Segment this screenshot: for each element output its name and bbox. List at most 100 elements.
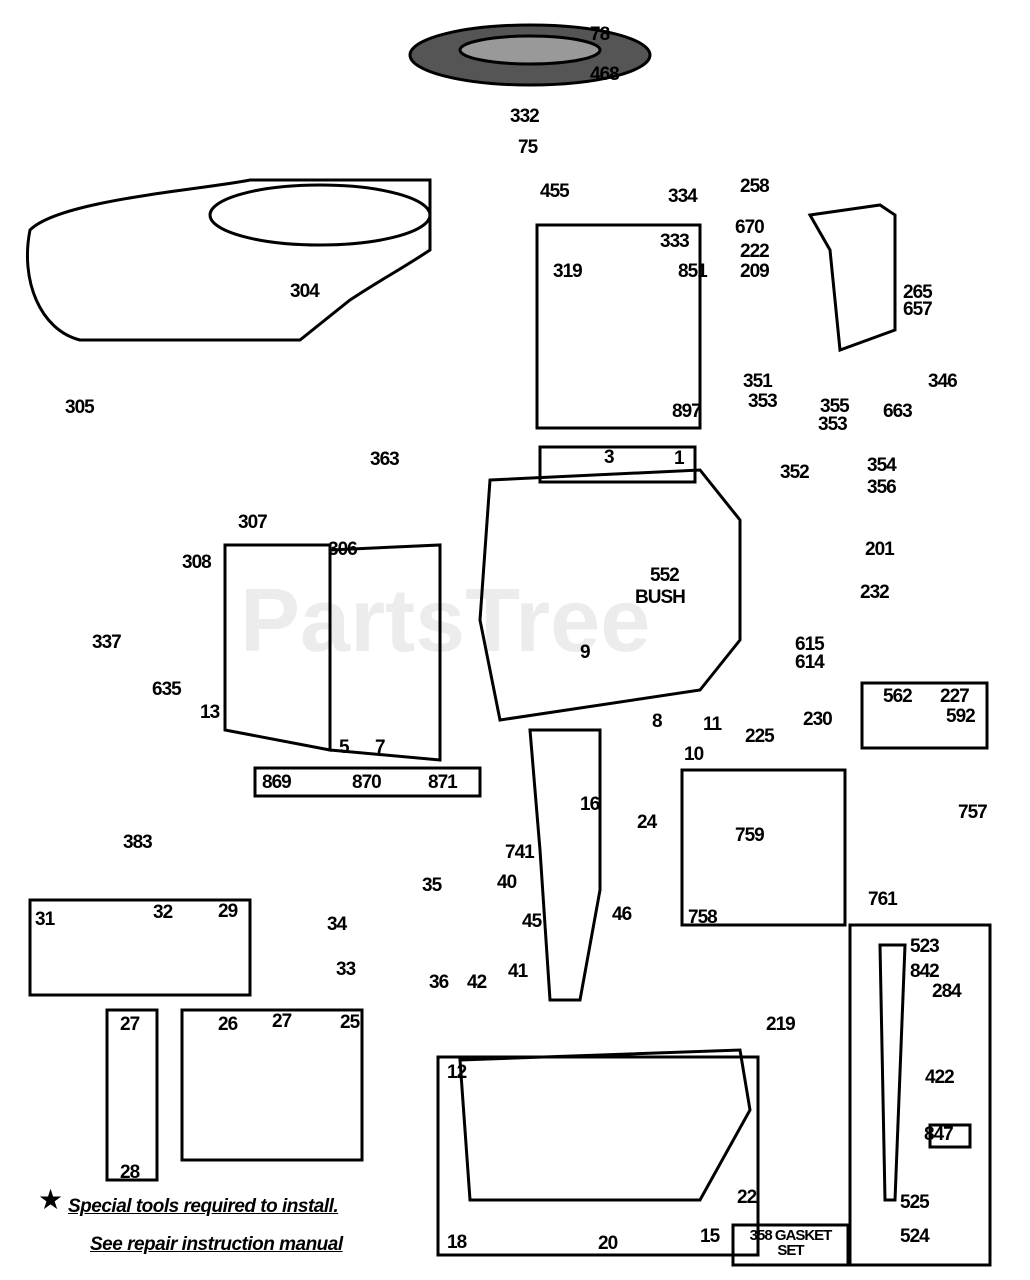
box-333 [535,223,702,430]
part-label: 41 [508,961,528,982]
part-label: 870 [352,772,382,793]
part-label: 358 GASKET SET [749,1227,833,1259]
part-label: 40 [497,872,517,893]
part-label: 355 [820,396,850,417]
part-label: 759 [735,825,765,846]
part-label: 305 [65,397,95,418]
box-847 [848,923,992,1267]
part-label: 351 [743,371,773,392]
box-18 [436,1055,760,1257]
part-label: 230 [803,709,833,730]
box-358 [731,1223,850,1267]
part-label: 15 [700,1226,720,1247]
part-label: 45 [522,911,542,932]
part-label: 842 [910,961,940,982]
part-label: 227 [940,686,970,707]
cylinder-block [478,468,742,722]
box-25 [180,1008,364,1162]
part-label: 468 [590,64,620,85]
part-label: 353 [748,391,778,412]
sump [458,1048,752,1202]
part-label: 592 [946,706,976,727]
part-label: 869 [262,772,292,793]
part-label: 78 [590,24,610,45]
part-label: 670 [735,217,765,238]
part-label: 258 [740,176,770,197]
part-label: 635 [152,679,182,700]
part-label: 25 [340,1012,360,1033]
part-label: 614 [795,652,825,673]
part-label: 663 [883,401,913,422]
part-label: 319 [553,261,583,282]
part-label: 455 [540,181,570,202]
part-label: 209 [740,261,770,282]
part-label: 16 [580,794,600,815]
part-label: 525 [900,1192,930,1213]
part-label: 22 [737,1187,757,1208]
part-label: 35 [422,875,442,896]
box-758 [680,768,847,927]
dipstick-tube [878,943,907,1202]
cylinder-head [223,543,332,752]
part-label: 337 [92,632,122,653]
part-label: 33 [336,959,356,980]
part-label: 383 [123,832,153,853]
part-label: 333 [660,231,690,252]
box-gaskets [253,766,482,798]
part-label: 306 [328,539,358,560]
part-label: 346 [928,371,958,392]
part-label: 524 [900,1226,930,1247]
part-label: 334 [668,186,698,207]
part-label: 758 [688,907,718,928]
box-227 [860,681,989,750]
part-label: 11 [703,714,722,735]
part-label: 851 [678,261,708,282]
part-label: 27 [120,1014,140,1035]
part-label: 29 [218,901,238,922]
part-label: 12 [447,1062,467,1083]
part-label: 31 [35,909,55,930]
box-28 [105,1008,159,1182]
part-label: 9 [580,642,591,663]
part-label: 562 [883,686,913,707]
part-label: 24 [637,812,657,833]
watermark: PartsTree [240,571,651,671]
part-label: 332 [510,106,540,127]
part-label: 26 [218,1014,238,1035]
blower-housing [25,178,432,342]
part-label: 757 [958,802,988,823]
part-label: 552 [650,565,680,586]
part-label: 8 [652,711,663,732]
part-label: 741 [505,842,535,863]
part-label: 284 [932,981,962,1002]
part-label: 46 [612,904,632,925]
part-label: 354 [867,455,897,476]
part-label: 20 [598,1233,618,1254]
crankshaft [528,728,602,1002]
part-label: 523 [910,936,940,957]
part-label: 36 [429,972,449,993]
part-label: 32 [153,902,173,923]
box-1 [538,445,697,484]
star-icon: ★ [38,1184,64,1215]
part-label: 265 [903,282,933,303]
part-label: 307 [238,512,268,533]
part-label: 615 [795,634,825,655]
part-label: 356 [867,477,897,498]
part-label: 42 [467,972,487,993]
part-label: 10 [684,744,704,765]
footnote-line1: Special tools required to install. [68,1196,339,1217]
part-label: 304 [290,281,320,302]
part-label: 897 [672,401,702,422]
part-label: 871 [428,772,458,793]
part-label: 761 [868,889,898,910]
footnote-line2: See repair instruction manual [90,1234,343,1255]
part-label: 219 [766,1014,796,1035]
part-label: 657 [903,299,933,320]
part-label: 3 [604,447,615,468]
part-label: 422 [925,1067,955,1088]
part-label: 847 [924,1124,954,1145]
part-label: 1 [674,448,685,469]
part-label: 363 [370,449,400,470]
